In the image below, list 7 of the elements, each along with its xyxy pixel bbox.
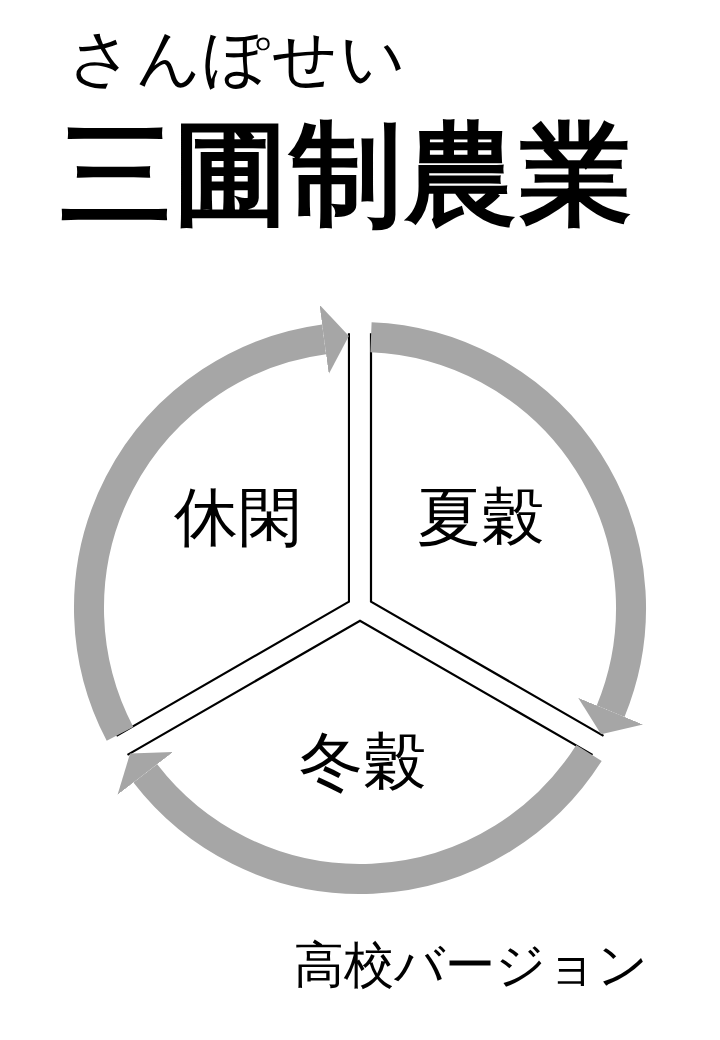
title: 三圃制農業 [60, 118, 635, 230]
sector-label: 夏穀 [417, 485, 545, 549]
curved-arrow [119, 744, 602, 894]
title-reading: さんぽせい [68, 26, 408, 90]
sector-label: 休閑 [174, 485, 302, 549]
sector-label: 冬穀 [299, 730, 427, 794]
version-note: 高校バージョン [294, 940, 648, 990]
